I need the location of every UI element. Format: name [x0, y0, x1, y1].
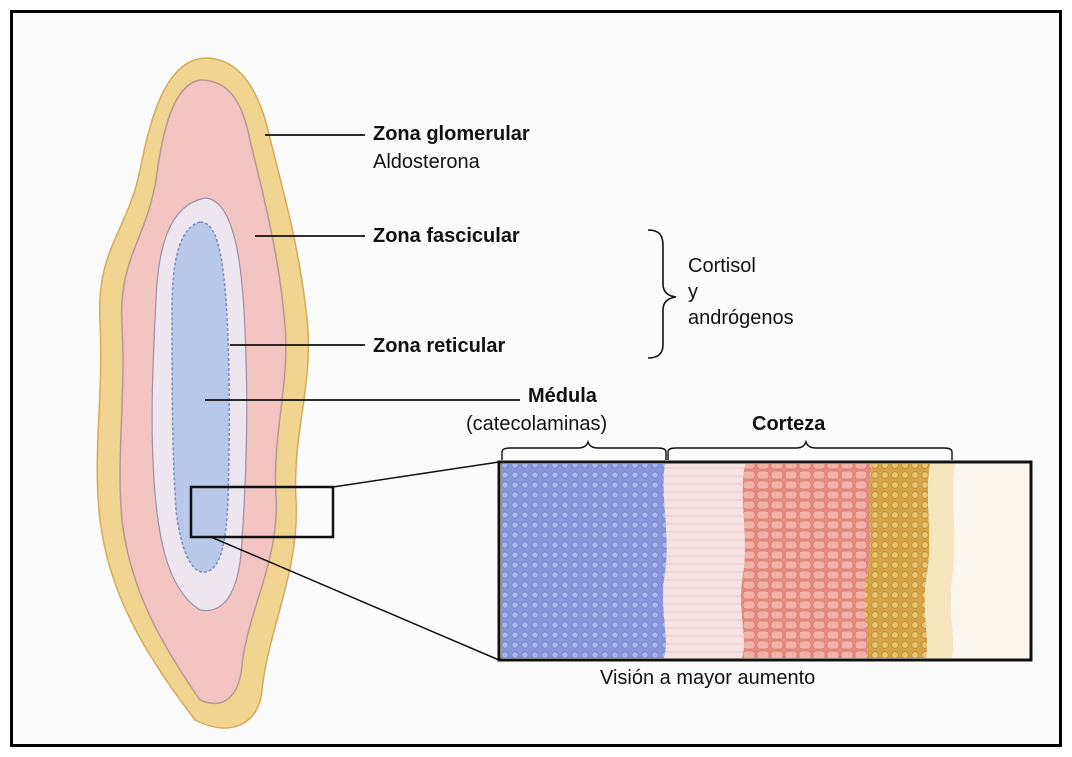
label-zona-fascicular: Zona fascicular — [373, 224, 520, 248]
medulla-layer — [172, 222, 229, 572]
label-cortisol: Cortisol — [688, 254, 756, 278]
label-zona-glomerular: Zona glomerular — [373, 122, 530, 146]
label-magnified-caption: Visión a mayor aumento — [600, 666, 815, 690]
label-medula: Médula — [528, 384, 597, 408]
label-androgenos: andrógenos — [688, 306, 794, 330]
zoom-line-top — [333, 462, 499, 487]
magnified-red-cells — [741, 464, 872, 658]
label-aldosterona: Aldosterona — [373, 150, 480, 174]
magnified-medulla — [501, 464, 667, 658]
label-zona-reticular: Zona reticular — [373, 334, 505, 358]
magnified-pale-band — [663, 464, 745, 658]
label-catecolaminas: (catecolaminas) — [466, 412, 607, 436]
hormone-brace — [648, 230, 676, 358]
cortex-bracket — [668, 442, 952, 460]
medulla-bracket — [502, 442, 666, 460]
magnified-gold-cells — [865, 464, 930, 658]
label-corteza: Corteza — [752, 412, 825, 436]
magnified-view — [499, 462, 1031, 660]
label-y: y — [688, 280, 698, 304]
magnified-capsule — [925, 464, 955, 658]
